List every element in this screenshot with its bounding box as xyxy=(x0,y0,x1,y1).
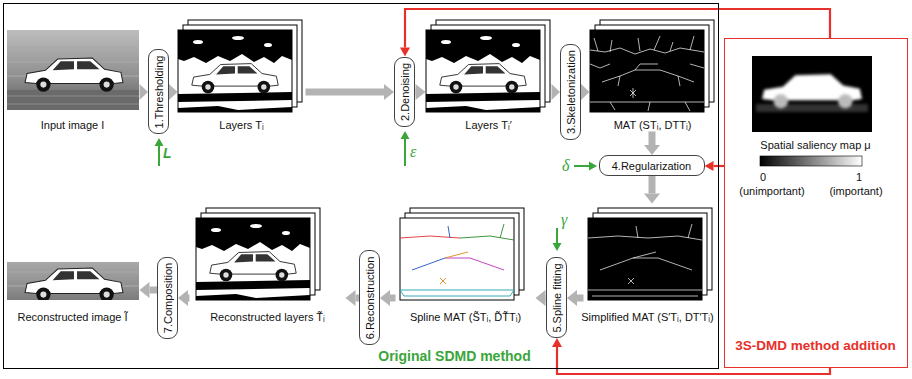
step-label: 5.Spline fitting xyxy=(550,263,563,332)
layer-stack xyxy=(196,208,320,300)
connector-line xyxy=(188,295,190,302)
flow-arrow xyxy=(306,84,395,100)
step-label: 1.Thresholding xyxy=(152,55,165,128)
connector-line xyxy=(577,295,584,302)
arrow-head xyxy=(644,194,660,204)
colorbar-label: (important) xyxy=(829,185,882,197)
step-label: 4.Regularization xyxy=(612,159,692,172)
image-panel: Layers Tᵢ′ xyxy=(426,14,552,132)
image-caption: Layers Tᵢ xyxy=(219,119,263,132)
parameter-label: ε xyxy=(410,143,416,161)
process-step: 1.Thresholding xyxy=(148,49,169,134)
flow-arrow xyxy=(140,282,158,298)
arrow-head xyxy=(169,84,178,100)
flow-arrow xyxy=(169,84,178,100)
image-panel: Simplified MAT (S′Tᵢ, DT′Tᵢ) xyxy=(584,204,712,324)
connector-line xyxy=(390,295,396,302)
connector-line xyxy=(306,89,385,96)
image-panel: Spatial saliency map μ xyxy=(730,52,902,152)
connector-line xyxy=(405,9,830,48)
flow-arrow xyxy=(536,290,547,306)
arrow-head xyxy=(140,282,150,298)
connector-line xyxy=(150,287,158,294)
parameter-label: L xyxy=(163,145,172,161)
panel-title: Original SDMD method xyxy=(375,348,533,364)
spline-stack xyxy=(400,208,524,300)
colorbar-label: (unimportant) xyxy=(739,185,804,197)
flow-arrow xyxy=(567,290,584,306)
step-label: 7.Composition xyxy=(161,262,174,332)
image-panel: Input image I xyxy=(6,28,140,132)
image-panel: Layers Tᵢ xyxy=(178,14,306,132)
step-label: 3.Skeletonization xyxy=(564,50,577,134)
saliency-image xyxy=(752,56,872,132)
image-panel: Reconstructed layers T̃ᵢ xyxy=(190,204,346,324)
process-step: 3.Skeletonization xyxy=(560,44,581,140)
process-step: 5.Spline fitting xyxy=(546,257,567,338)
image-caption: Layers Tᵢ′ xyxy=(465,119,511,132)
image-caption: Spatial saliency map μ xyxy=(760,139,870,152)
image-caption: Reconstructed layers T̃ᵢ xyxy=(210,311,325,324)
saliency-arrow xyxy=(400,9,830,57)
arrow-head xyxy=(536,290,546,306)
arrow-head xyxy=(380,290,390,306)
process-step: 4.Regularization xyxy=(599,155,705,176)
saliency-arrow xyxy=(705,161,725,171)
arrow-head xyxy=(567,290,577,306)
process-step: 7.Composition xyxy=(157,257,178,339)
arrow-head xyxy=(384,84,394,100)
image-panel: MAT (STᵢ, DTTᵢ) xyxy=(590,14,716,132)
output-photo xyxy=(7,240,139,320)
arrow-head xyxy=(140,84,149,100)
flow-arrow xyxy=(552,84,561,100)
flow-arrow xyxy=(380,290,396,306)
flow-arrow xyxy=(178,290,190,306)
parameter-label: δ xyxy=(562,157,569,175)
colorbar xyxy=(760,156,862,166)
parameter-label: γ xyxy=(561,211,567,229)
arrow-head xyxy=(178,290,188,306)
process-step: 2.Denoising xyxy=(394,57,415,127)
arrow-head xyxy=(552,338,562,347)
connector-line xyxy=(649,176,656,194)
arrow-head xyxy=(581,84,590,100)
panel-title: 3S-DMD method addition xyxy=(732,338,899,354)
layer-stack xyxy=(178,20,302,112)
image-caption: Input image I xyxy=(41,119,105,132)
input-photo xyxy=(7,30,139,110)
flow-arrow xyxy=(644,132,660,156)
image-caption: Simplified MAT (S′Tᵢ, DT′Tᵢ) xyxy=(581,311,713,324)
mat-stack xyxy=(590,20,714,112)
arrow-head xyxy=(416,84,426,100)
colorbar-label: 1 xyxy=(856,171,862,183)
step-label: 2.Denoising xyxy=(398,62,411,120)
method-panel: Original SDMD method Input image I 1.Thres… xyxy=(3,3,719,369)
arrow-head xyxy=(644,145,660,155)
image-panel: Reconstructed image Ĩ xyxy=(6,256,140,324)
method-panel: 3S-DMD method addition Spatial saliency m… xyxy=(724,38,908,368)
connector-line xyxy=(649,132,656,146)
parameter-arrows xyxy=(155,131,598,251)
image-caption: MAT (STᵢ, DTTᵢ) xyxy=(614,119,692,132)
arrow-head xyxy=(346,290,356,306)
colorbar-label: 0 xyxy=(760,171,766,183)
arrow-head xyxy=(705,161,714,171)
process-step: 6.Reconstruction xyxy=(359,250,380,345)
image-panel: Spline MAT (S̃Tᵢ, D̃T̃Tᵢ) xyxy=(396,204,536,324)
flow-arrow xyxy=(581,84,590,100)
flow-arrow xyxy=(140,84,149,100)
flow-arrow xyxy=(346,290,360,306)
layer-stack xyxy=(426,20,550,112)
image-caption: Spline MAT (S̃Tᵢ, D̃T̃Tᵢ) xyxy=(410,311,521,324)
image-caption: Reconstructed image Ĩ xyxy=(17,311,127,324)
step-label: 6.Reconstruction xyxy=(363,256,376,339)
flow-arrow xyxy=(415,84,426,100)
arrow-head xyxy=(552,84,561,100)
flow-arrow xyxy=(644,176,660,204)
mat-stack xyxy=(588,208,712,300)
arrow-head xyxy=(400,48,410,57)
